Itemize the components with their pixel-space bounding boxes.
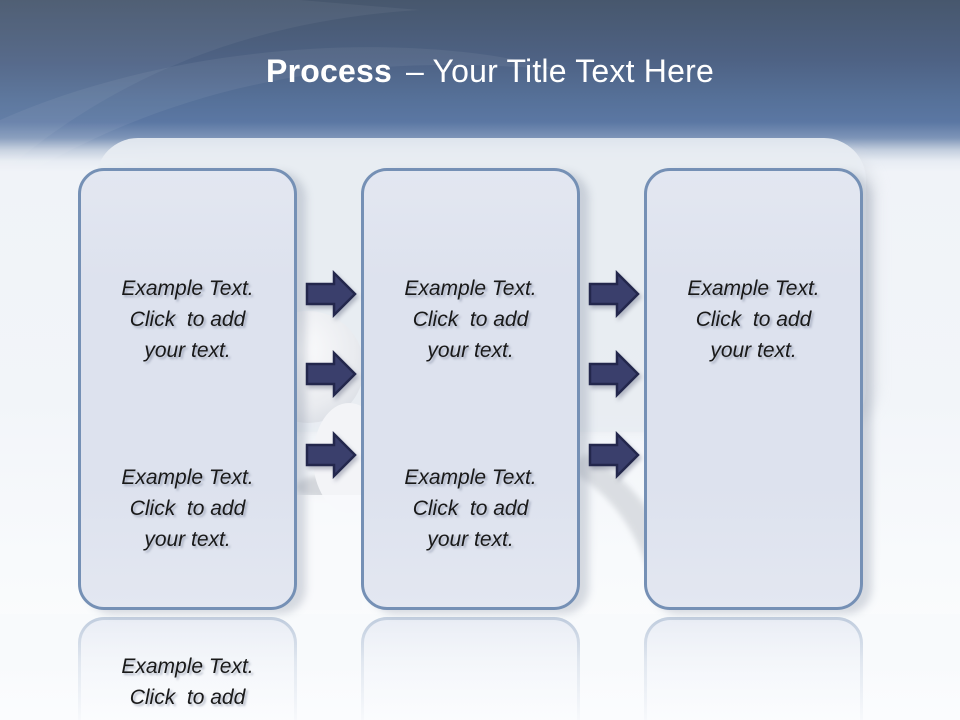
process-box-1-content: Example Text. Click to add your text. Ex… <box>81 171 294 720</box>
arrow-right-icon <box>588 270 640 318</box>
placeholder-text: Example Text. Click to add your text. <box>121 466 254 551</box>
box-reflection-3 <box>644 617 863 720</box>
arrow-right-icon <box>588 350 640 398</box>
title-rest-text: – Your Title Text Here <box>405 53 714 89</box>
placeholder-text: Example Text. Click to add your text. <box>121 655 254 720</box>
title-keyword: Process <box>266 53 392 89</box>
process-box-3: Example Text. Click to add your text. <box>644 168 863 610</box>
figure-body <box>296 495 362 610</box>
slide-title: Process – Your Title Text Here <box>0 52 960 90</box>
process-box-2-content: Example Text. Click to add your text. Ex… <box>364 171 577 651</box>
arrow-right-icon <box>588 431 640 479</box>
placeholder-text: Example Text. Click to add your text. <box>404 466 537 551</box>
placeholder-text: Example Text. Click to add your text. <box>687 277 820 362</box>
placeholder-text: Example Text. Click to add your text. <box>404 277 537 362</box>
placeholder-text: Example Text. Click to add your text. <box>121 277 254 362</box>
arrow-right-icon <box>305 270 357 318</box>
arrow-right-icon <box>305 350 357 398</box>
process-box-1: Example Text. Click to add your text. Ex… <box>78 168 297 720</box>
arrow-right-icon <box>305 431 357 479</box>
process-box-2: Example Text. Click to add your text. Ex… <box>361 168 580 610</box>
process-box-3-content: Example Text. Click to add your text. <box>647 171 860 462</box>
